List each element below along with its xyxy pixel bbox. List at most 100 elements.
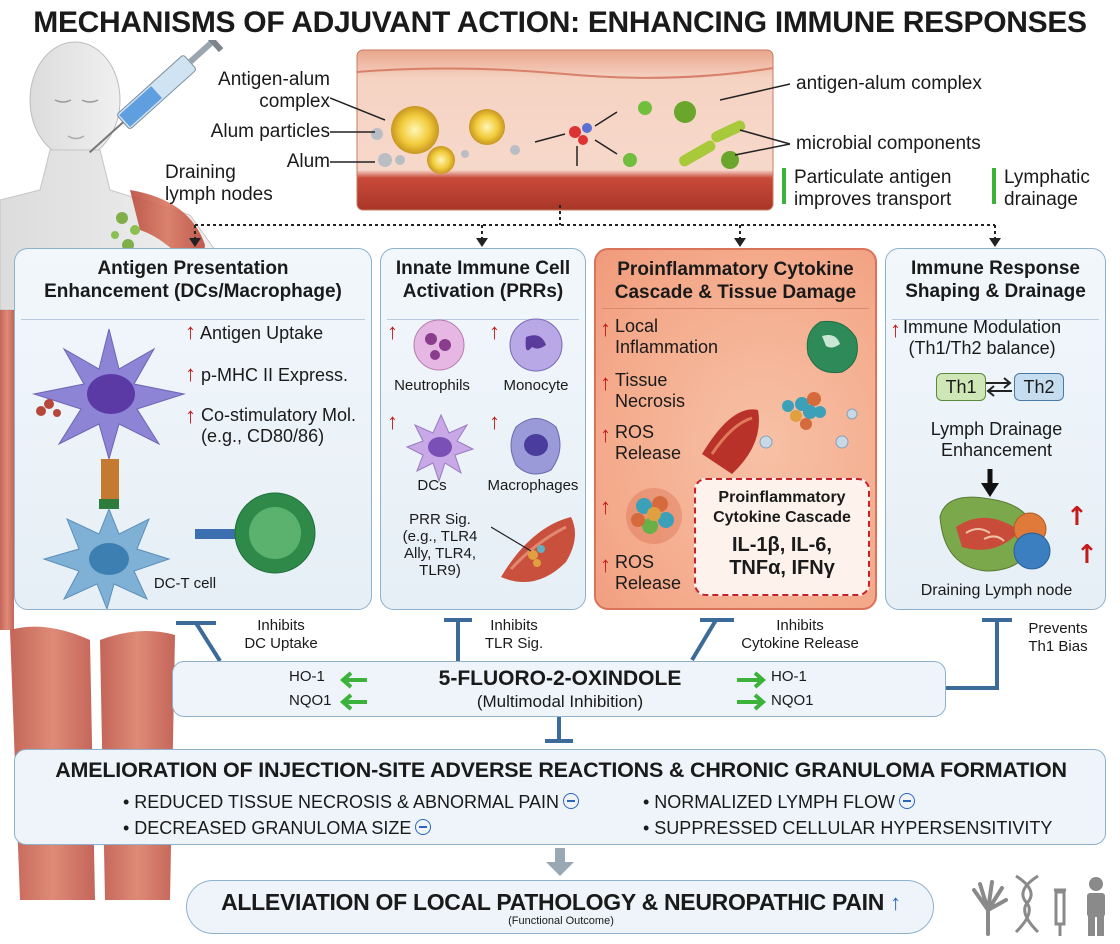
immune-modulation-row: ↑Immune Modulation (Th1/Th2 balance): [890, 317, 1062, 358]
item-ros-release-row: ↑ROS Release: [600, 422, 682, 463]
outcome-icons: [972, 874, 1105, 936]
amelioration-bullet-3: • NORMALIZED LYMPH FLOW: [643, 792, 915, 813]
item-tissue-necrosis-row: ↑Tissue Necrosis: [600, 370, 686, 411]
cell-label-macrophages: Macrophages: [487, 477, 579, 494]
label-microbial-components: microbial components: [796, 133, 981, 154]
prr-muscle-illustration: [491, 517, 575, 582]
alleviation-subtitle: (Functional Outcome): [508, 915, 614, 927]
t-cell-illustration: [195, 492, 316, 574]
inhibition-bar-cytokine: [700, 618, 734, 622]
inhibition-line-th1-connector: [946, 686, 999, 690]
lymph-drainage-text: Lymph Drainage Enhancement: [930, 419, 1063, 460]
th2-box: Th2: [1014, 373, 1064, 401]
cytokine-box-title: Proinflammatory Cytokine Cascade: [713, 489, 851, 526]
svg-text:↑: ↑: [1076, 540, 1098, 570]
marker-right-ho1: HO-1: [771, 668, 807, 685]
label-lymphatic-drainage: Lymphatic drainage: [1004, 167, 1090, 210]
panel-title: Proinflammatory Cytokine Cascade & Tissu…: [614, 259, 857, 303]
label-alum-particles: Alum particles: [210, 121, 330, 142]
tissue-damage-illustration: [702, 320, 858, 474]
inhibition-line-tlr: [456, 618, 460, 662]
drug-name: 5-FLUORO-2-OXINDOLE: [438, 667, 682, 690]
up-arrow: ↑: [489, 319, 500, 344]
panel-title: Innate Immune Cell Activation (PRRs): [395, 258, 571, 302]
th1-box: Th1: [936, 373, 986, 401]
cell-label-neutrophils: Neutrophils: [394, 377, 470, 394]
minus-circle-icon: [563, 793, 580, 809]
dotted-distribution-lines: [189, 205, 1001, 247]
up-arrow-icon: ↑: [890, 890, 901, 915]
label-particulate-antigen: Particulate antigen improves transport: [794, 167, 952, 210]
item-antigen-uptake: Antigen Uptake: [200, 323, 324, 343]
label-antigen-alum-complex-left: Antigen-alum complex: [218, 69, 330, 112]
item-ros-release-2-row: ↑ROS Release: [600, 552, 682, 593]
dna-icon: [1014, 874, 1040, 934]
marker-right-nqo1: NQO1: [771, 692, 814, 709]
caption-dc-t-cell: DC-T cell: [153, 575, 217, 592]
th-balance-arrows: [986, 377, 1012, 397]
minus-circle-icon: [415, 819, 432, 835]
up-arrow: ↑: [600, 494, 611, 519]
cytokine-list: IL-1β, IL-6, TNFα, IFNγ: [729, 534, 835, 579]
green-marker: [782, 168, 786, 204]
item-ros-release-2: ROS Release: [615, 552, 682, 593]
nerve-icon: [972, 880, 1008, 936]
drug-box: HO-1 NQO1 5-FLUORO-2-OXINDOLE (Multimoda…: [172, 661, 946, 717]
up-arrow: ↑: [387, 319, 398, 344]
panel-antigen-presentation: Antigen Presentation Enhancement (DCs/Ma…: [14, 248, 372, 610]
green-marker: [992, 168, 996, 204]
inhibition-line-dc: [194, 621, 222, 663]
amelioration-bullet-4: • SUPPRESSED CELLULAR HYPERSENSITIVITY: [643, 818, 1053, 838]
item-ros-release: ROS Release: [615, 422, 682, 463]
left-leader-lines: [330, 97, 386, 163]
alleviation-box: ALLEVIATION OF LOCAL PATHOLOGY & NEUROPA…: [186, 880, 934, 934]
label-antigen-alum-complex-right: antigen-alum complex: [796, 73, 982, 94]
inhibit-label-th1: Prevents Th1 Bias: [1028, 620, 1088, 655]
amelioration-title: AMELIORATION OF INJECTION-SITE ADVERSE R…: [55, 758, 1067, 782]
ros-cluster-illustration: [626, 488, 682, 544]
up-arrow: ↑: [387, 409, 398, 434]
right-leader-lines: [720, 83, 791, 156]
activation-arrows-right: [737, 671, 767, 711]
minus-circle-icon: [899, 793, 915, 809]
prr-signaling-text: PRR Sig. (e.g., TLR4 Ally, TLR4, TLR9): [402, 511, 478, 579]
amelioration-bullet-1: • REDUCED TISSUE NECROSIS & ABNORMAL PAI…: [123, 792, 580, 813]
page-title: MECHANISMS OF ADJUVANT ACTION: ENHANCING…: [33, 6, 1087, 39]
marker-left-ho1: HO-1: [289, 668, 325, 685]
item-pmhc-express: p-MHC II Express.: [201, 365, 349, 385]
inhibition-bar-drug: [545, 739, 573, 743]
innate-cells-illustration: [405, 318, 563, 483]
panel-innate-immune: Innate Immune Cell Activation (PRRs) ↑ ↑…: [380, 248, 586, 610]
caption-draining-lymph-node: Draining Lymph node: [920, 582, 1073, 599]
cytokine-cascade-box: Proinflammatory Cytokine Cascade IL-1β, …: [694, 478, 870, 596]
panel-immune-shaping: Immune Response Shaping & Drainage ↑Immu…: [885, 248, 1106, 610]
up-arrow: ↑: [489, 409, 500, 434]
inhibition-line-th1: [995, 618, 999, 690]
drug-subtitle: (Multimodal Inhibition): [476, 692, 644, 711]
inhibit-label-dc: Inhibits DC Uptake: [244, 617, 318, 652]
panel-cytokine-cascade: Proinflammatory Cytokine Cascade & Tissu…: [594, 248, 877, 610]
lymph-node-illustration: ↑ ↑: [939, 469, 1098, 572]
dc-t-cell-illustration: [32, 328, 186, 609]
person-icon: [1087, 877, 1105, 936]
syringe-icon: [1054, 888, 1066, 936]
down-arrow-icon: [546, 848, 574, 876]
item-tissue-necrosis: Tissue Necrosis: [615, 370, 686, 411]
inhibition-line-drug: [557, 717, 561, 741]
immune-modulation-text: Immune Modulation (Th1/Th2 balance): [903, 317, 1062, 358]
inhibit-label-tlr: Inhibits TLR Sig.: [484, 617, 544, 652]
skin-cross-section-illustration: [356, 49, 774, 211]
label-draining-lymph-nodes: Draining lymph nodes: [165, 162, 273, 205]
amelioration-bullet-2: • DECREASED GRANULOMA SIZE: [123, 818, 432, 839]
item-local-inflammation: Local Inflammation: [615, 316, 719, 357]
svg-text:↑: ↑: [1066, 502, 1088, 532]
marker-left-nqo1: NQO1: [289, 692, 332, 709]
label-alum: Alum: [286, 151, 330, 172]
panel-title: Antigen Presentation Enhancement (DCs/Ma…: [44, 258, 342, 302]
item-local-inflammation-row: ↑Local Inflammation: [600, 316, 719, 357]
activation-arrows-left: [339, 671, 367, 711]
cell-label-monocyte: Monocyte: [503, 377, 569, 394]
item-costimulatory: Co-stimulatory Mol. (e.g., CD80/86): [201, 405, 357, 446]
alleviation-title: ALLEVIATION OF LOCAL PATHOLOGY & NEUROPA…: [221, 889, 901, 915]
inhibit-label-cytokine: Inhibits Cytokine Release: [741, 617, 859, 652]
